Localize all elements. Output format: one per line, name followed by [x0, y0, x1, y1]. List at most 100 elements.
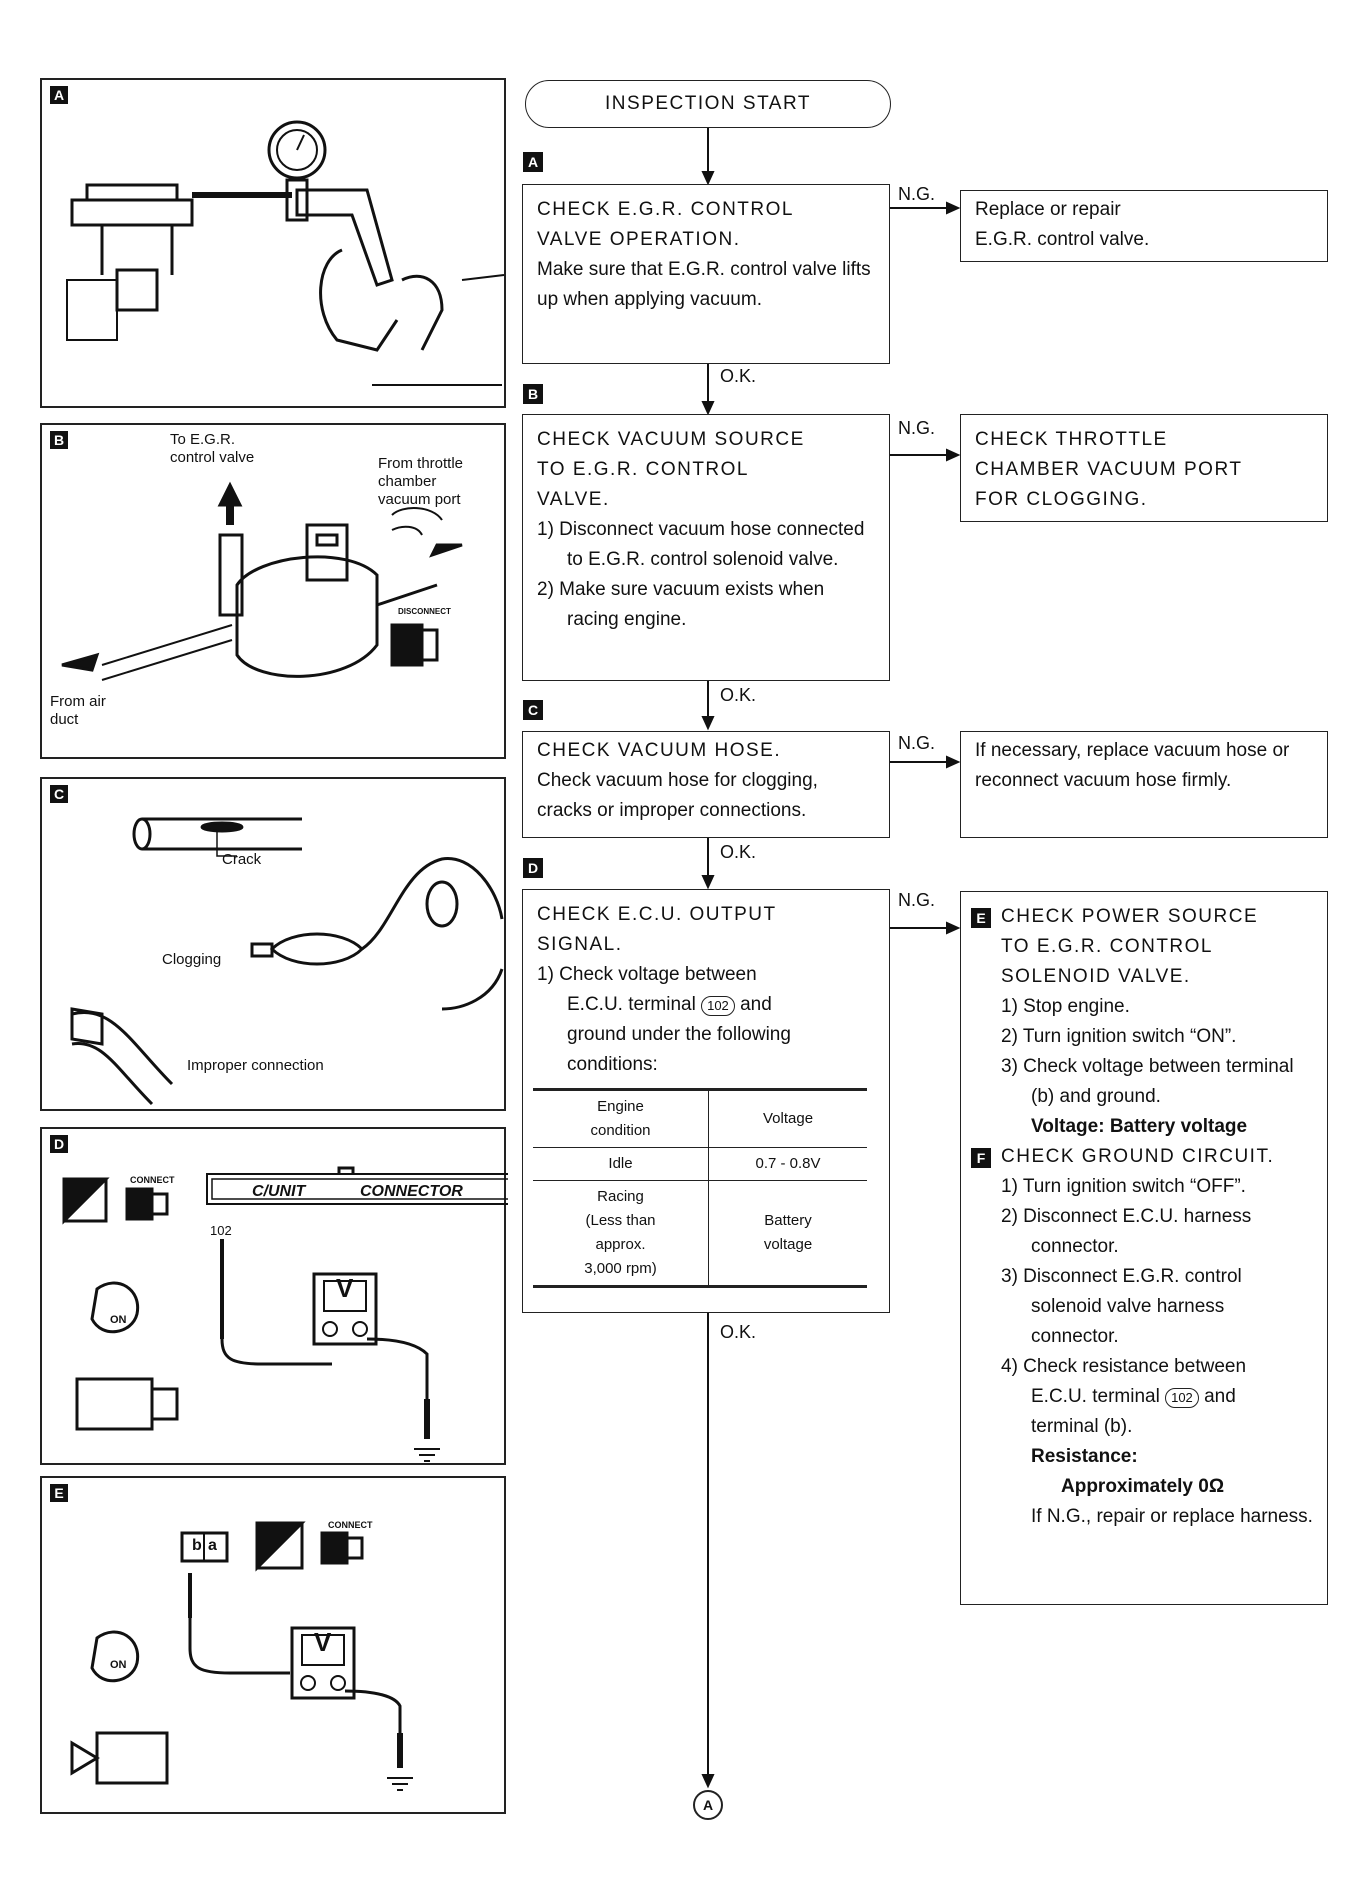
ng-label-c: N.G.	[898, 733, 936, 753]
step-d-substep-line4: conditions:	[567, 1054, 658, 1075]
panel-letter: C	[50, 785, 68, 803]
label-from-throttle: From throttle chamber vacuum port	[378, 455, 464, 508]
panel-e-solenoid-measure-illustration: E CONNECT H S b a ON V	[40, 1476, 506, 1814]
solenoid-valve-illustration	[61, 481, 463, 681]
ok-label-b: O.K.	[720, 685, 757, 705]
check-power-title-line2: TO E.G.R. CONTROL	[1001, 936, 1214, 957]
on-label: ON	[110, 1314, 127, 1326]
label-to-egr-valve: To E.G.R. control valve	[170, 431, 255, 466]
connector-label: CONNECTOR	[360, 1183, 463, 1200]
step-letter-e: E	[971, 908, 991, 928]
panel-letter: E	[50, 1484, 68, 1502]
step-d-substep-line3: ground under the following	[567, 1024, 791, 1045]
step-a-body: Make sure that E.G.R. control valve lift…	[537, 259, 871, 310]
step-b-substep-2: 2) Make sure vacuum exists when racing e…	[537, 579, 825, 630]
step-b-check-vacuum-source: CHECK VACUUM SOURCE TO E.G.R. CONTROL VA…	[522, 414, 890, 681]
step-b-title-line2: TO E.G.R. CONTROL	[537, 459, 750, 480]
step-b-title-line1: CHECK VACUUM SOURCE	[537, 429, 805, 450]
check-power-title-line3: SOLENOID VALVE.	[1001, 966, 1191, 987]
panel-a-valve-lift-illustration: A	[40, 78, 506, 408]
step-c-check-vacuum-hose: CHECK VACUUM HOSE. Check vacuum hose for…	[522, 731, 890, 838]
terminal-102-badge: 102	[1165, 1388, 1199, 1408]
label-improper-connection: Improper connection	[187, 1057, 324, 1074]
panel-c-hose-illustration: C Crack Clogging Improper connection	[40, 777, 506, 1111]
ecu-voltage-meter-illustration	[62, 1166, 508, 1462]
power-substep-2: 2) Turn ignition switch “ON”.	[1001, 1026, 1237, 1047]
cell-idle: Idle	[533, 1147, 710, 1181]
step-a-title-line2: VALVE OPERATION.	[537, 229, 741, 250]
hose-defects-illustration	[70, 817, 504, 1106]
ground-substep-1: 1) Turn ignition switch “OFF”.	[1001, 1176, 1246, 1197]
result-a-line1: Replace or repair	[975, 199, 1121, 220]
ground-substep-4-line1: 4) Check resistance between	[1001, 1356, 1247, 1377]
ok-label-a: O.K.	[720, 366, 757, 386]
resistance-label: Resistance:	[1031, 1446, 1138, 1467]
battery-voltage-spec: Voltage: Battery voltage	[1031, 1116, 1248, 1137]
vacuum-pump-gauge-illustration	[66, 120, 505, 386]
table-row: Idle 0.7 - 0.8V	[533, 1147, 867, 1181]
step-b-title-line3: VALVE.	[537, 489, 610, 510]
repair-note: If N.G., repair or replace harness.	[1031, 1506, 1313, 1527]
ground-substep-4-line2: E.C.U. terminal 102 and	[1001, 1382, 1313, 1412]
panel-d-ecu-measure-illustration: D CONNECT H S C/UNIT CONNECTOR 102 ON V	[40, 1127, 508, 1465]
ground-substep-3: 3) Disconnect E.G.R. control solenoid va…	[1001, 1266, 1242, 1347]
power-substep-3: 3) Check voltage between terminal (b) an…	[1001, 1056, 1294, 1107]
label-clogging: Clogging	[162, 951, 222, 968]
step-letter-b: B	[523, 384, 543, 404]
step-letter-c: C	[523, 700, 543, 720]
header-voltage: Voltage	[708, 1088, 867, 1148]
solenoid-voltage-meter-illustration	[70, 1521, 413, 1791]
step-letter-f: F	[971, 1148, 991, 1168]
table-row: Racing (Less than approx. 3,000 rpm) Bat…	[533, 1180, 867, 1288]
step-d-ecu-terminal-text: E.C.U. terminal	[567, 994, 696, 1015]
table-header-row: Engine condition Voltage	[533, 1088, 867, 1148]
result-a-line2: E.G.R. control valve.	[975, 229, 1150, 250]
resistance-value: Approximately 0Ω	[1061, 1476, 1225, 1497]
check-power-title-line1: CHECK POWER SOURCE	[1001, 906, 1259, 927]
step-d-substep-line1: 1) Check voltage between	[537, 964, 757, 985]
panel-letter: D	[50, 1135, 68, 1153]
step-d-check-ecu-output: CHECK E.C.U. OUTPUT SIGNAL. 1) Check vol…	[522, 889, 890, 1313]
ground-substep-2: 2) Disconnect E.C.U. harness connector.	[1001, 1206, 1252, 1257]
step-d-and-text: and	[740, 994, 772, 1015]
result-c-text: If necessary, replace vacuum hose or rec…	[975, 740, 1290, 791]
connect-label: CONNECT	[130, 1175, 175, 1185]
panel-letter: B	[50, 431, 68, 449]
ground-substep-4-line3: terminal (b).	[1031, 1416, 1133, 1437]
disconnect-label: DISCONNECT	[398, 607, 451, 616]
ok-label-d: O.K.	[720, 1322, 757, 1342]
ground-ecu-terminal-text: E.C.U. terminal	[1031, 1386, 1160, 1407]
step-c-title: CHECK VACUUM HOSE.	[537, 740, 782, 761]
step-a-title-line1: CHECK E.G.R. CONTROL	[537, 199, 794, 220]
cunit-label: C/UNIT	[252, 1183, 306, 1200]
cell-idle-voltage: 0.7 - 0.8V	[708, 1147, 867, 1181]
start-terminal: INSPECTION START	[525, 80, 891, 128]
continuation-connector-a: A	[693, 1790, 723, 1820]
step-d-title-line2: SIGNAL.	[537, 934, 623, 955]
cell-racing-voltage: Battery voltage	[708, 1180, 867, 1288]
terminal-number: 102	[210, 1223, 232, 1238]
step-b-substep-1: 1) Disconnect vacuum hose connected to E…	[537, 519, 865, 570]
voltage-spec-table: Engine condition Voltage Idle 0.7 - 0.8V…	[533, 1088, 867, 1288]
panel-b-solenoid-illustration: B To E.G.R. control valve From throttle …	[40, 423, 506, 759]
panel-letter: A	[50, 86, 68, 104]
check-ground-title: CHECK GROUND CIRCUIT.	[1001, 1146, 1275, 1167]
result-b-line1: CHECK THROTTLE	[975, 429, 1168, 450]
connect-label: CONNECT	[328, 1520, 373, 1530]
terminal-b-label: b	[192, 1537, 202, 1554]
result-b-line2: CHAMBER VACUUM PORT	[975, 459, 1243, 480]
ground-and-text: and	[1204, 1386, 1236, 1407]
power-substep-1: 1) Stop engine.	[1001, 996, 1130, 1017]
ok-label-c: O.K.	[720, 842, 757, 862]
result-d-power-and-ground-checks: E CHECK POWER SOURCE TO E.G.R. CONTROL S…	[960, 891, 1328, 1605]
result-a-replace-valve: Replace or repair E.G.R. control valve.	[960, 190, 1328, 262]
terminal-a-label: a	[208, 1537, 217, 1554]
step-letter-a: A	[523, 152, 543, 172]
label-from-air-duct: From air duct	[50, 693, 106, 728]
step-a-check-valve-operation: CHECK E.G.R. CONTROL VALVE OPERATION. Ma…	[522, 184, 890, 364]
ng-label-b: N.G.	[898, 418, 936, 438]
step-d-substep-line2: E.C.U. terminal 102 and	[537, 990, 875, 1020]
header-engine-condition: Engine condition	[533, 1088, 710, 1148]
ng-label-d: N.G.	[898, 890, 936, 910]
